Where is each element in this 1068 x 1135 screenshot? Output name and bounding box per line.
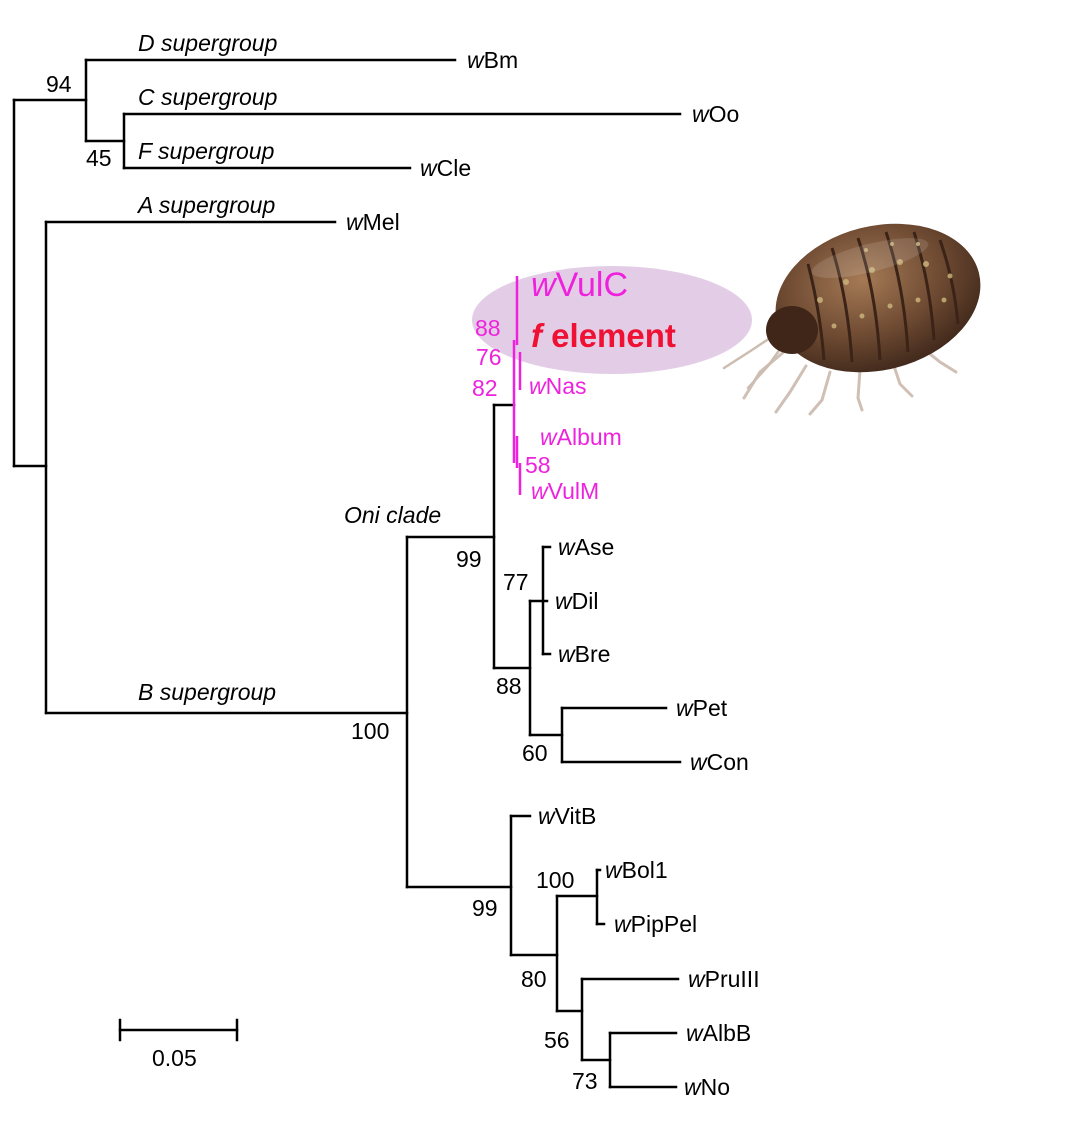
label-c-supergroup: C supergroup (138, 84, 278, 110)
bootstrap-value: 88 (475, 315, 501, 341)
tip-label: wCon (690, 749, 749, 775)
tree-branches (12, 58, 682, 1089)
bootstrap-value: 73 (572, 1068, 598, 1094)
bootstrap-value: 99 (472, 895, 498, 921)
highlight-ellipse (472, 266, 752, 374)
tip-label: wNo (684, 1074, 730, 1100)
tip-label: wAse (558, 534, 614, 560)
tip-label-f-element: f element (531, 317, 676, 354)
tip-label: wBm (467, 47, 518, 73)
bootstrap-value: 100 (536, 867, 574, 893)
tip-label: wCle (420, 155, 471, 181)
tip-label: wDil (555, 588, 598, 614)
bootstrap-value: 82 (472, 375, 498, 401)
bootstrap-value: 58 (525, 452, 551, 478)
label-d-supergroup: D supergroup (138, 30, 278, 56)
scale-bar-label: 0.05 (152, 1045, 197, 1071)
bootstrap-values: 94 45 100 99 88 76 82 58 77 88 60 99 100… (46, 71, 598, 1094)
pill-bug-head (766, 306, 818, 354)
tip-label: wBre (558, 641, 610, 667)
bootstrap-value: 100 (351, 718, 389, 744)
label-b-supergroup: B supergroup (138, 679, 276, 705)
bootstrap-value: 99 (456, 546, 482, 572)
tip-label: wPipPel (614, 911, 697, 937)
scale-bar: 0.05 (118, 1018, 239, 1071)
pill-bug-segments (806, 231, 960, 363)
tip-label: wPet (676, 695, 728, 721)
tip-label-nas: wNas (529, 373, 587, 399)
label-f-supergroup: F supergroup (138, 138, 275, 164)
bootstrap-value: 77 (503, 569, 529, 595)
pill-bug-spots (817, 242, 953, 329)
tip-label-vulc: wVulC (531, 266, 628, 304)
tip-label: wBol1 (605, 857, 668, 883)
bootstrap-value: 88 (496, 673, 522, 699)
pill-bug-highlight (811, 238, 929, 278)
tip-label: wOo (692, 101, 739, 127)
bootstrap-value: 80 (521, 966, 547, 992)
tip-label: wVitB (538, 803, 596, 829)
bootstrap-value: 56 (544, 1027, 570, 1053)
tip-labels: wBm wOo wCle wMel wVulC f element wNas w… (346, 47, 760, 1100)
bootstrap-value: 60 (522, 740, 548, 766)
bootstrap-value: 76 (476, 344, 502, 370)
tip-label: wMel (346, 209, 400, 235)
supergroup-labels: D supergroup C supergroup F supergroup A… (136, 30, 441, 705)
label-oni-clade: Oni clade (344, 502, 441, 528)
tip-label-album: wAlbum (540, 424, 622, 450)
pill-bug-image (722, 223, 981, 416)
tip-label: wAlbB (686, 1020, 751, 1046)
vul-clade-branches (512, 276, 522, 495)
label-a-supergroup: A supergroup (136, 192, 275, 218)
bootstrap-value: 45 (86, 145, 112, 171)
pill-bug-body (775, 223, 981, 373)
bootstrap-value: 94 (46, 71, 72, 97)
tip-label: wPruIII (688, 966, 760, 992)
tip-label-vulm: wVulM (531, 478, 599, 504)
